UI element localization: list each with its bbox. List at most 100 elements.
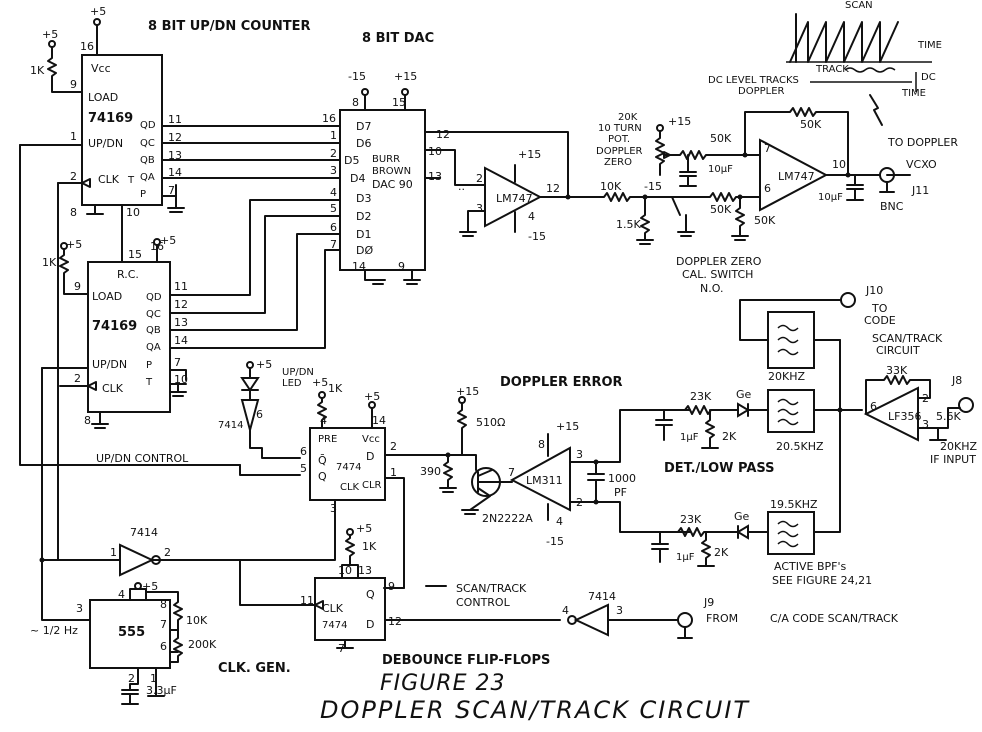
counter-1-vcc-supply: +5 <box>90 5 106 18</box>
timer-pin-1: 1 <box>150 672 157 685</box>
j9-from-label: FROM <box>706 612 738 625</box>
resistor-1-5k: 1.5K <box>616 218 641 231</box>
pot-label-5: ZERO <box>604 157 632 168</box>
dac-input-d3: D3 <box>356 192 371 205</box>
dac-plus15-supply: +15 <box>394 70 417 83</box>
j10-label: J10 <box>865 284 883 297</box>
dac-brand-1: BURR <box>372 154 400 165</box>
clk-gen-title: CLK. GEN. <box>218 661 291 676</box>
counter-2-pin-13: 13 <box>174 316 188 329</box>
filter-note-1: ACTIVE BPF's <box>774 560 846 573</box>
counter-1-pin-10: 10 <box>126 206 140 219</box>
counter-1-pin-16: 16 <box>80 40 94 53</box>
ff1-clr-label: CLR <box>362 480 382 491</box>
ff2-pin-9: 9 <box>388 580 395 593</box>
ff1-pin-5: 5 <box>300 462 307 475</box>
counter-1-clk-label: CLK <box>98 173 120 186</box>
ff1-pin-1: 1 <box>390 466 397 479</box>
filter-19-5khz-label: 19.5KHZ <box>770 498 818 511</box>
opamp-2-pin-10: 10 <box>832 158 846 171</box>
dac-pin-1: 1 <box>330 129 337 142</box>
counter-2-pin-9: 9 <box>74 280 81 293</box>
counter-1-qd-label: QD <box>140 120 156 131</box>
counter-1-part-label: 74169 <box>88 111 133 126</box>
inv-j9-label: 7414 <box>588 590 616 603</box>
scan-track-waveform: SCAN TIME TRACK DC LEVEL TRACKS DOPPLER … <box>708 0 942 99</box>
det-lowpass-title: DET./LOW PASS <box>664 461 775 476</box>
ff2-clk-label: CLK <box>322 602 344 615</box>
dac-input-d5: D5 <box>344 154 359 167</box>
counter-2-pin-11: 11 <box>174 280 188 293</box>
dac-pin-3: 3 <box>330 164 337 177</box>
doppler-error-comparator: +15 510Ω 390 2N2222A LM311 8 7 3 2 4 +15… <box>420 385 691 548</box>
counter-2-pin-2: 2 <box>74 372 81 385</box>
inv-clk-label: 7414 <box>130 526 158 539</box>
ff2-d-label: D <box>366 618 374 631</box>
counter-1-qc-label: QC <box>140 138 155 149</box>
opamp-2-lm747: LM747 7 6 10 50K 10µF J11 BNC TO DOPPLER… <box>721 94 958 213</box>
pot-label-1: 20K <box>618 112 638 123</box>
ff2-resistor-1k: 1K <box>362 540 377 553</box>
switch-label-1: DOPPLER ZERO <box>676 255 762 268</box>
cap-1uf-b: 1µF <box>676 552 695 563</box>
counter-1-qa-label: QA <box>140 172 155 183</box>
dac-pin-8: 8 <box>352 96 359 109</box>
filter-20-5khz-label: 20.5KHZ <box>776 440 824 453</box>
updn-control-label: UP/DN CONTROL <box>96 452 189 465</box>
ff1-vcc-plus5: +5 <box>364 390 380 403</box>
resistor-510: 510Ω <box>476 416 505 429</box>
dac-pin-15: 15 <box>392 96 406 109</box>
counter-2-t-label: T <box>145 377 153 388</box>
resistor-390: 390 <box>420 465 441 478</box>
debounce-title: DEBOUNCE FLIP-FLOPS <box>382 653 550 668</box>
ff1-pre-plus5: +5 <box>312 376 328 389</box>
pot-label-2: 10 TURN <box>598 123 642 134</box>
pot-label-3: POT. <box>608 134 630 145</box>
dac-pin-10: 10 <box>428 145 442 158</box>
switch-label-3: N.O. <box>700 282 723 295</box>
j9-desc-label: C/A CODE SCAN/TRACK <box>770 612 899 625</box>
cap-1000pf-label-2: PF <box>614 486 627 499</box>
comparator-lm311-label: LM311 <box>526 474 563 487</box>
output-j11: J11 <box>911 184 929 197</box>
ifamp-pin-3: 3 <box>922 418 929 431</box>
j8-line-1: 20KHZ <box>940 440 977 453</box>
j8-label: J8 <box>951 374 962 387</box>
timer-frequency: ~ 1/2 Hz <box>30 624 78 637</box>
inverter-j9-7414: 7414 4 3 J9 FROM C/A CODE SCAN/TRACK <box>562 590 899 639</box>
ff1-pin-6: 6 <box>300 445 307 458</box>
inv-j9-pin-3: 3 <box>616 604 623 617</box>
comparator-pin-4: 4 <box>556 515 563 528</box>
ff1-part-label: 7474 <box>336 462 361 473</box>
dac-pin-16: 16 <box>322 112 336 125</box>
opamp-2-pin-7: 7 <box>764 142 771 155</box>
counter-2-updn-label: UP/DN <box>92 358 127 371</box>
counter-1-p-label: P <box>140 189 146 200</box>
detector-lowpass: 23K Ge 1µF 2K 23K Ge 1µF 2K <box>651 388 769 567</box>
cap-1uf-a: 1µF <box>680 432 699 443</box>
dac-pin-5: 5 <box>330 202 337 215</box>
pot-label-4: DOPPLER <box>596 146 643 157</box>
doppler-error-title: DOPPLER ERROR <box>500 375 623 390</box>
opamp-1-lm747: LM747 2 3 12 4 +15 -15 <box>459 148 601 243</box>
counter-1-pin-7: 7 <box>168 184 175 197</box>
counter-1-load-resistor: 1K <box>30 64 45 77</box>
switch-label-2: CAL. SWITCH <box>682 268 753 281</box>
led-inverter-pin-6: 6 <box>256 408 263 421</box>
resistor-50k-a: 50K <box>710 132 732 145</box>
j8-line-2: IF INPUT <box>930 453 976 466</box>
dac-pin-7: 7 <box>330 238 337 251</box>
dac-pin-9: 9 <box>398 260 405 273</box>
led-label-2: LED <box>282 378 302 389</box>
counter-1-74169: Vcc LOAD 74169 UP/DN CLK QD QC QB QA T P… <box>19 5 341 263</box>
diode-ge-b: Ge <box>734 510 750 523</box>
timer-pin-8: 8 <box>160 598 167 611</box>
counter-1-pin-14: 14 <box>168 166 182 179</box>
opamp-1-part-label: LM747 <box>496 192 533 205</box>
ff2-pin-12: 12 <box>388 615 402 628</box>
resistor-50k-d: 50K <box>800 118 822 131</box>
pot-plus15: +15 <box>668 115 691 128</box>
counter-1-updn-label: UP/DN <box>88 137 123 150</box>
j9-label: J9 <box>703 596 714 609</box>
dac-input-d4: D4 <box>350 172 365 185</box>
